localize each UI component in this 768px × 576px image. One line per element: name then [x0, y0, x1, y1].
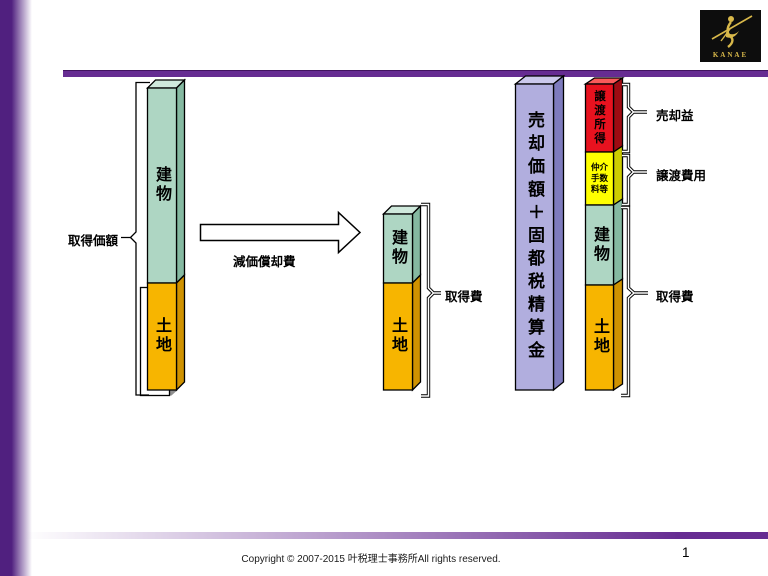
right-bar-brokerage-fees-label: 仲介手数料等: [590, 162, 608, 194]
acquisition-cost-middle-label: 取得費: [445, 290, 483, 304]
dancer-icon: [711, 15, 753, 48]
right-bar-cuboid: [583, 76, 625, 392]
acquisition-price-label: 取得価額: [67, 234, 118, 248]
left-bar-land-label: 土地: [153, 317, 170, 355]
transfer-expenses-label: 譲渡費用: [656, 169, 707, 183]
sale-gain-label: 売却益: [656, 109, 694, 123]
left-bar-cuboid: [145, 78, 187, 392]
copyright-text: Copyright © 2007-2015 叶税理士事務所All rights …: [241, 554, 501, 565]
kanae-logo: KANAE: [700, 10, 761, 62]
right-bar-capital-gain-label: 譲渡所得: [593, 90, 605, 146]
middle-bar-building-label: 建物: [389, 229, 406, 267]
sale-bar-cuboid: [513, 74, 566, 392]
acquisition-cost-right-label: 取得費: [656, 290, 694, 304]
left-bar-building-label: 建物: [153, 166, 170, 204]
bottom-accent-band: [24, 532, 768, 539]
left-bar-bracket: [121, 81, 150, 396]
middle-bar-land-label: 土地: [389, 317, 406, 355]
depreciation-arrow: [199, 210, 362, 255]
depreciation-label: 減価償却費: [233, 255, 296, 269]
page-number: 1: [682, 545, 690, 560]
right-bar-brackets: [621, 82, 648, 398]
middle-bar-cuboid: [381, 204, 423, 392]
logo-brand-text: KANAE: [712, 51, 749, 59]
middle-bar-bracket: [421, 202, 441, 398]
sale-bar-text: 売却価額＋固都税精算金: [525, 110, 544, 364]
top-accent-band: [63, 70, 768, 77]
right-bar-building-label: 建物: [591, 226, 608, 264]
right-bar-land-label: 土地: [591, 318, 608, 356]
left-accent-band: [0, 0, 32, 576]
